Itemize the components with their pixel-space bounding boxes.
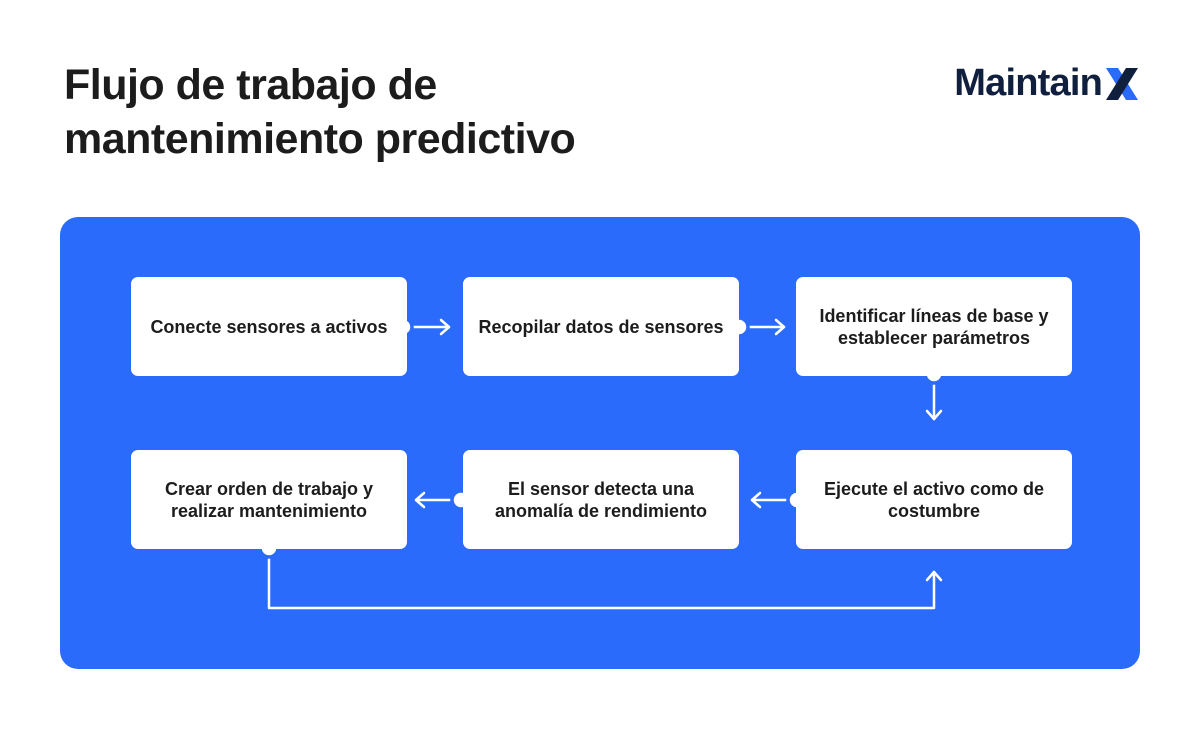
workflow-panel: Conecte sensores a activos Recopilar dat… bbox=[60, 217, 1140, 669]
step-2-box: Recopilar datos de sensores bbox=[463, 277, 739, 376]
step-4-box: Ejecute el activo como de costumbre bbox=[796, 450, 1072, 549]
step-6-label: Crear orden de trabajo y realizar manten… bbox=[164, 478, 374, 521]
step-1-box: Conecte sensores a activos bbox=[131, 277, 407, 376]
arrow-step6-loop-to-step4 bbox=[267, 546, 943, 610]
step-2-label: Recopilar datos de sensores bbox=[478, 316, 724, 337]
step-5-label: El sensor detecta una anomalía de rendim… bbox=[494, 478, 708, 521]
logo-text: Maintain bbox=[954, 62, 1103, 104]
step-3-box: Identificar líneas de base y establecer … bbox=[796, 277, 1072, 376]
step-1-label: Conecte sensores a activos bbox=[150, 316, 388, 337]
step-6-box: Crear orden de trabajo y realizar manten… bbox=[131, 450, 407, 549]
step-5-box: El sensor detecta una anomalía de rendim… bbox=[463, 450, 739, 549]
maintainx-logo: Maintain bbox=[954, 62, 1140, 105]
page-title: Flujo de trabajo de mantenimiento predic… bbox=[64, 61, 576, 163]
step-3-label: Identificar líneas de base y establecer … bbox=[819, 305, 1049, 348]
x-logo-icon bbox=[1106, 67, 1138, 100]
step-4-label: Ejecute el activo como de costumbre bbox=[823, 478, 1045, 521]
